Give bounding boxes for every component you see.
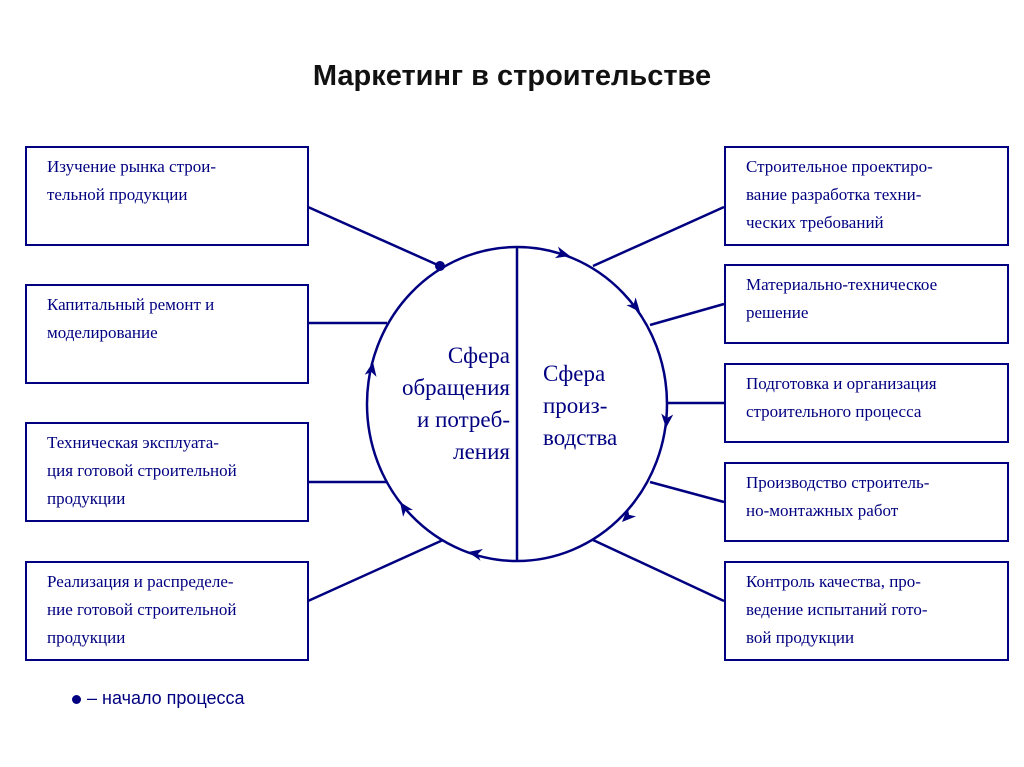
sphere-production-label: Сфера произ- водства [543, 361, 618, 450]
arrow-icon [554, 246, 570, 259]
connector [307, 538, 444, 603]
left-box-market-research: Изучение рынка строи- тельной продукции [25, 146, 309, 246]
sphere-circulation-label: Сфера обращения и потреб- ления [401, 343, 510, 464]
arrow-icon [622, 507, 637, 522]
right-box-design: Строительное проектиро- вание разработка… [724, 146, 1009, 246]
arrow-icon [400, 502, 413, 517]
connector [592, 538, 725, 603]
page-title: Маркетинг в строительстве [312, 60, 712, 92]
left-box-operation: Техническая эксплуата- ция готовой строи… [25, 422, 309, 522]
legend: – начало процесса [72, 688, 245, 709]
arrow-icon [364, 362, 377, 377]
right-box-preparation: Подготовка и организация строительного п… [724, 363, 1009, 443]
connector [649, 302, 725, 327]
connector [649, 480, 725, 504]
left-box-distribution: Реализация и распределе- ние готовой стр… [25, 561, 309, 661]
connector [307, 205, 441, 268]
start-dot-icon [72, 694, 81, 704]
right-box-construction: Производство строитель- но-монтажных раб… [724, 462, 1009, 542]
legend-text: – начало процесса [87, 688, 245, 708]
right-box-material-supply: Материально-техническое решение [724, 264, 1009, 344]
arrow-icon [626, 297, 640, 312]
left-box-capital-repair: Капитальный ремонт и моделирование [25, 284, 309, 384]
start-point-dot [435, 261, 445, 271]
arrow-icon [661, 413, 674, 428]
connector [592, 205, 725, 268]
arrow-icon [468, 549, 483, 561]
right-box-quality-control: Контроль качества, про- ведение испытани… [724, 561, 1009, 661]
